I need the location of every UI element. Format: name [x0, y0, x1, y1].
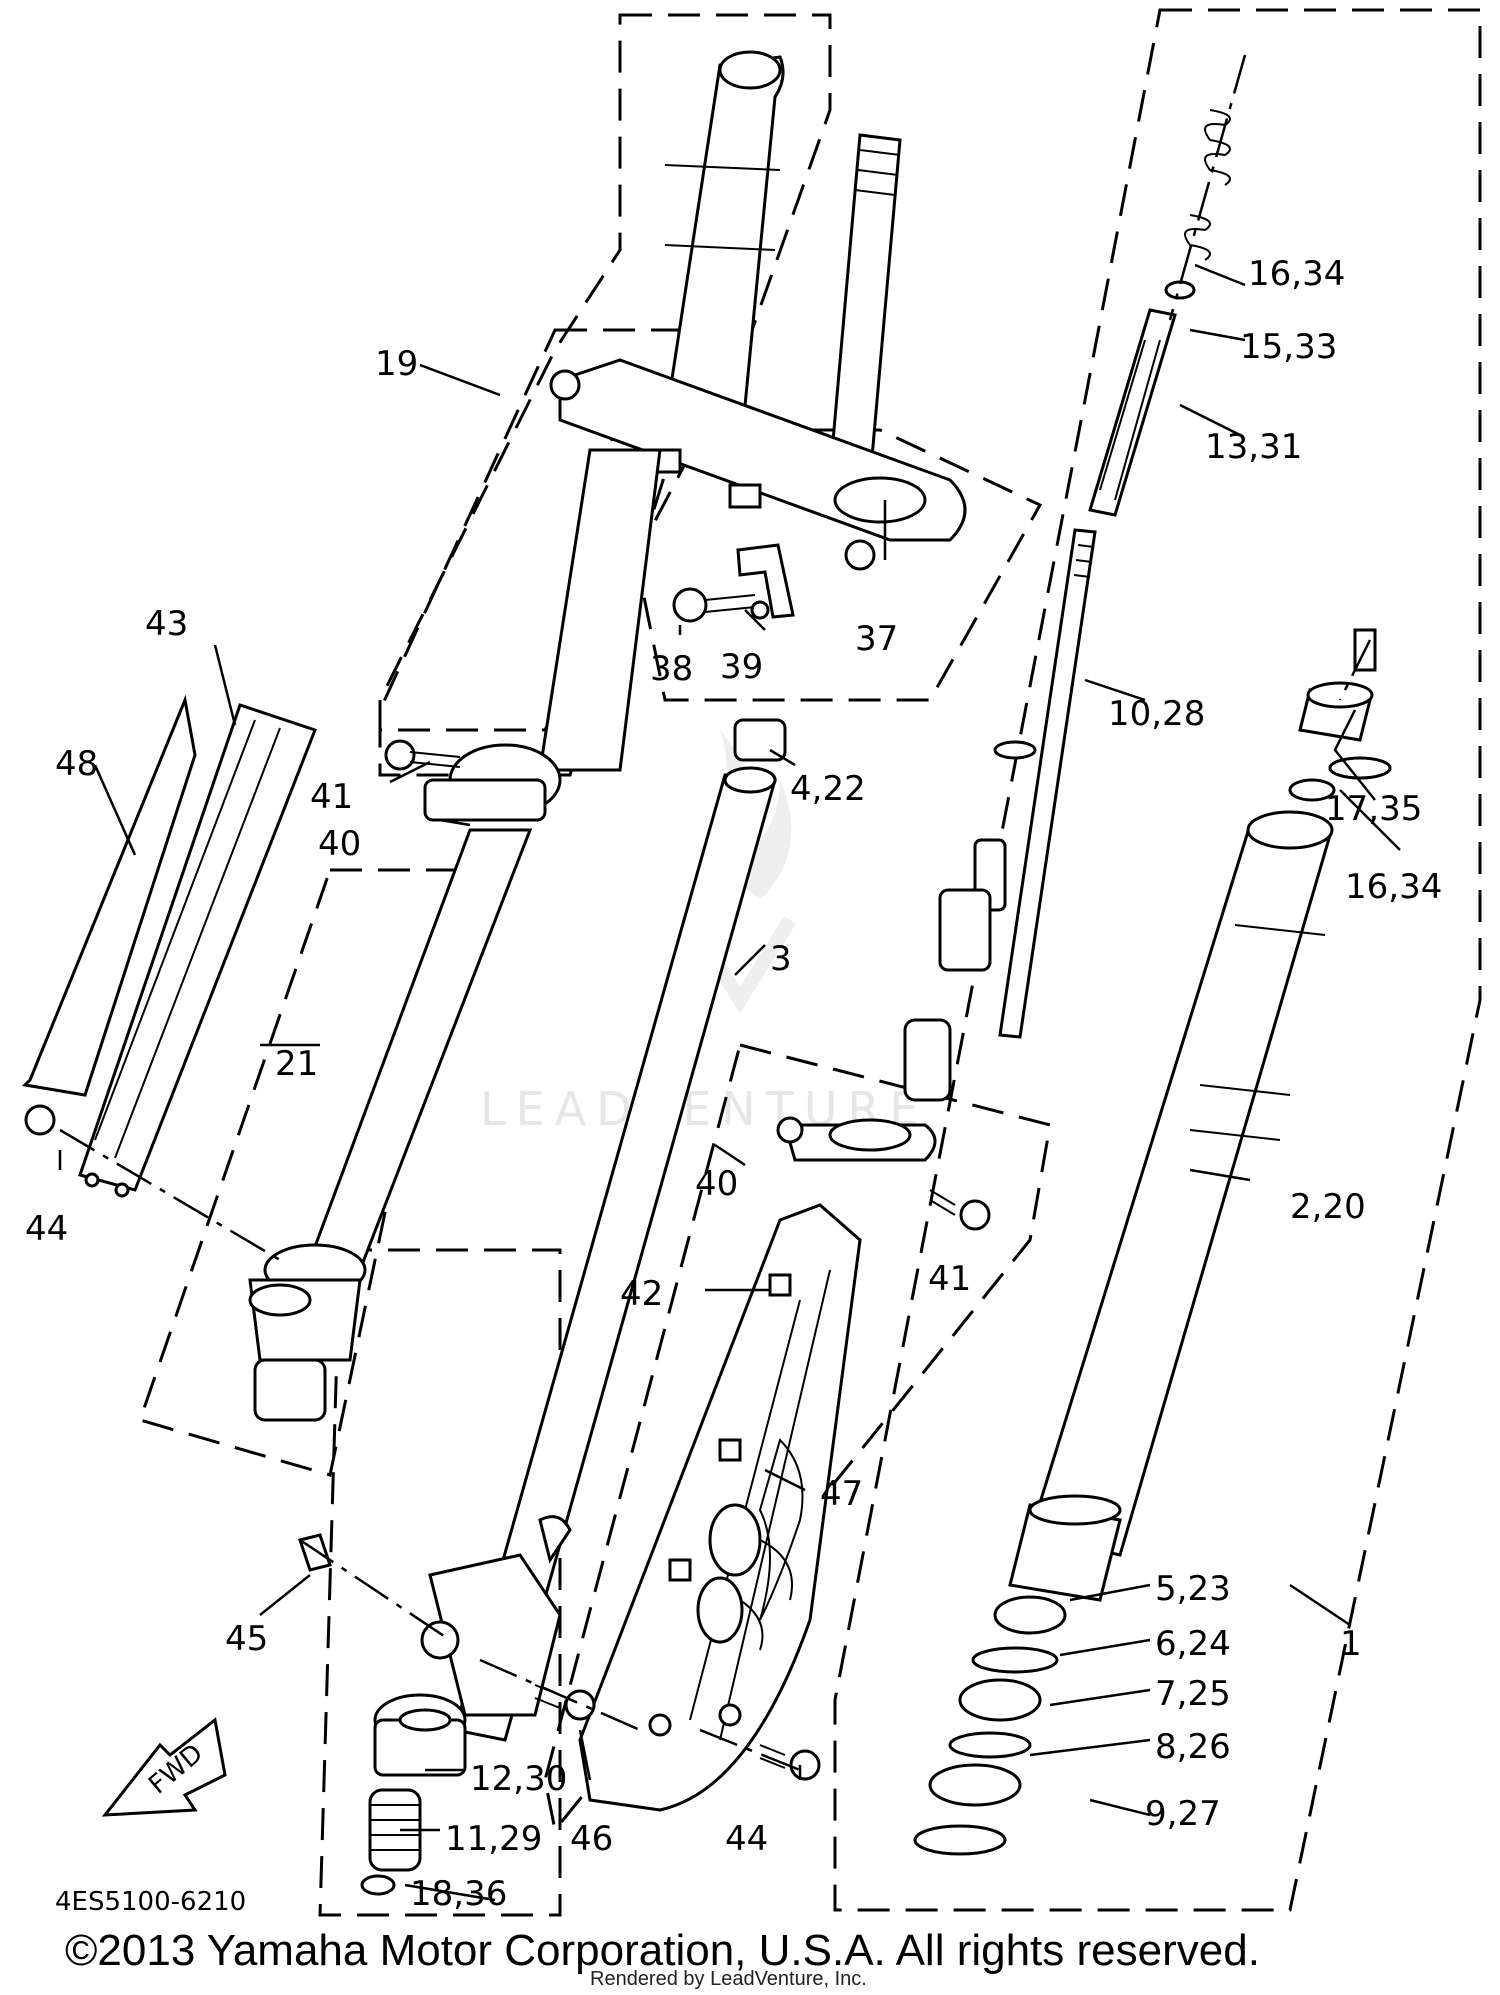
callout-9-27: 9,27	[1145, 1794, 1221, 1834]
leader-lines	[58, 263, 1401, 1902]
fork-tube-3	[453, 718, 787, 1742]
callout-37: 37	[855, 619, 898, 659]
callout-16-34: 16,34	[1345, 867, 1442, 907]
callout-3: 3	[770, 939, 792, 979]
lower-small-parts	[360, 1684, 821, 1896]
callout-1: 1	[1340, 1624, 1362, 1664]
callout-17-35: 17,35	[1325, 789, 1422, 829]
steering-stem	[828, 133, 902, 482]
rendered-by-text: Rendered by LeadVenture, Inc.	[590, 1968, 867, 1990]
left-fork-guard	[21, 694, 317, 1198]
callout-42: 42	[620, 1274, 663, 1314]
callout-46: 46	[570, 1819, 613, 1859]
callout-2-20: 2,20	[1290, 1187, 1366, 1227]
callout-7-25: 7,25	[1155, 1674, 1231, 1714]
bolt-38	[672, 587, 770, 623]
group-outlines	[138, 8, 1482, 1917]
callout-40-lower: 40	[695, 1164, 738, 1204]
callout-8-26: 8,26	[1155, 1727, 1231, 1767]
callout-21: 21	[275, 1044, 318, 1084]
callout-12-30: 12,30	[470, 1759, 567, 1799]
spring-assembly	[1088, 109, 1231, 517]
right-outer-tube	[1008, 810, 1334, 1602]
callout-44-left: 44	[25, 1209, 68, 1249]
callout-10-28: 10,28	[1108, 694, 1205, 734]
callout-45: 45	[225, 1619, 268, 1659]
callout-14-32: 15,33	[1240, 327, 1337, 367]
callout-47: 47	[820, 1474, 863, 1514]
drawing-code: 4ES5100-6210	[55, 1887, 246, 1917]
alignment-lines	[59, 54, 1372, 1772]
callout-11-29: 11,29	[445, 1819, 542, 1859]
callout-43: 43	[145, 604, 188, 644]
left-outer-tube	[248, 448, 662, 1422]
callout-15-33: 16,34	[1248, 254, 1345, 294]
callout-41-upper: 41	[310, 777, 353, 817]
lower-clamp	[776, 1116, 991, 1231]
seal-stack	[913, 1595, 1067, 1856]
callout-41-lower: 41	[928, 1259, 971, 1299]
callout-48: 48	[55, 744, 98, 784]
callout-13-31: 13,31	[1205, 427, 1302, 467]
fork-guard	[578, 1203, 862, 1812]
callout-5-23: 5,23	[1155, 1569, 1231, 1609]
callout-19: 19	[375, 344, 418, 384]
upper-bracket	[549, 358, 967, 619]
damper-rod	[903, 528, 1097, 1102]
cap-bolt	[1288, 628, 1392, 802]
callout-38: 38	[650, 649, 693, 689]
fwd-arrow: FWD	[101, 1717, 227, 1817]
callout-6-24: 6,24	[1155, 1624, 1231, 1664]
callout-labels: 19 16,34 15,33 13,31 37 38 39 10,28 17,3…	[25, 254, 1442, 1914]
callout-18-36: 18,36	[410, 1874, 507, 1914]
lower-axle-holder	[298, 1515, 572, 1777]
copyright-text: ©2013 Yamaha Motor Corporation, U.S.A. A…	[65, 1926, 1260, 1975]
callout-40-upper: 40	[318, 824, 361, 864]
callout-4-22: 4,22	[790, 769, 866, 809]
callout-44-right: 44	[725, 1819, 768, 1859]
callout-39: 39	[720, 647, 763, 687]
